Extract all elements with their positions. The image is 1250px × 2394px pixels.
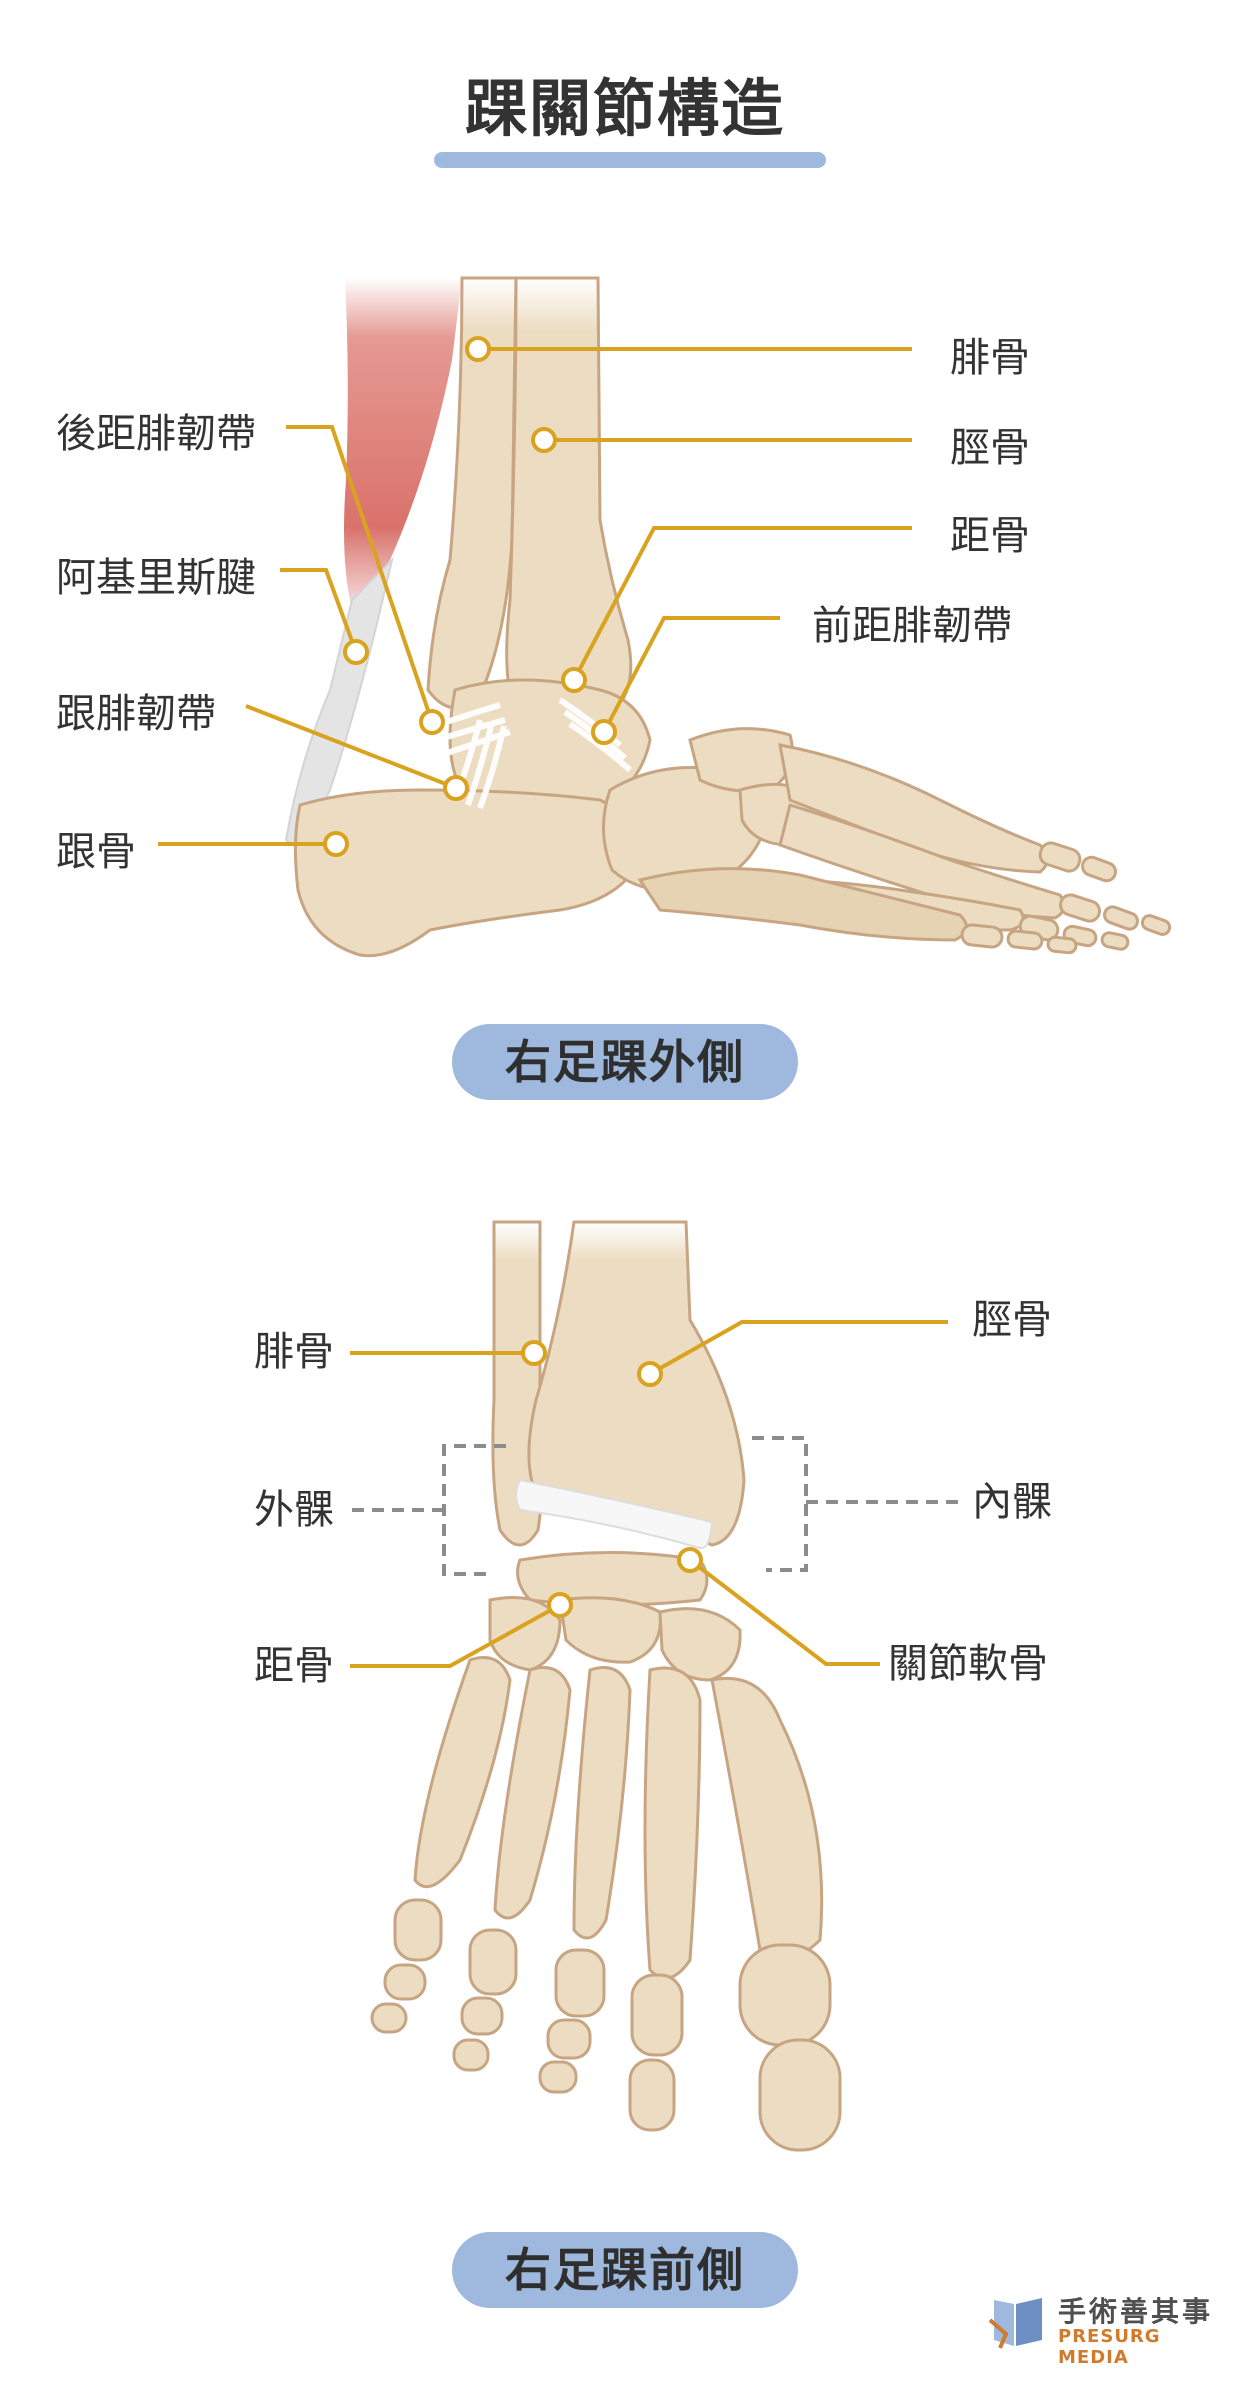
lateral-ankle-diagram xyxy=(284,276,1172,958)
label-talus-anterior: 距骨 xyxy=(254,1643,334,1689)
brand-name-en: PRESURG MEDIA xyxy=(1058,2326,1161,2368)
label-cfl: 跟腓韌帶 xyxy=(56,691,216,737)
title-underline xyxy=(434,152,826,168)
label-atfl: 前距腓韌帶 xyxy=(812,603,1012,649)
label-lateral-malleolus: 外髁 xyxy=(254,1487,334,1533)
brand-mark-icon xyxy=(988,2298,1042,2349)
label-tibia-anterior: 脛骨 xyxy=(972,1297,1052,1343)
brand-name-zh: 手術善其事 xyxy=(1058,2295,1214,2328)
tibia-bone-lateral xyxy=(505,276,633,722)
label-achilles: 阿基里斯腱 xyxy=(56,555,256,601)
calcaneus-bone xyxy=(293,788,642,958)
anterior-tarsals xyxy=(488,1596,742,1682)
label-tibia-lateral: 脛骨 xyxy=(950,425,1030,471)
label-fibula-lateral: 腓骨 xyxy=(950,335,1030,381)
calf-muscle xyxy=(344,278,462,610)
page-title: 踝關節構造 xyxy=(464,72,785,145)
toe-phalanges xyxy=(960,841,1172,955)
anterior-phalanges xyxy=(370,1898,842,2152)
caption-anterior: 右足踝前側 xyxy=(452,2232,798,2308)
label-calcaneus: 跟骨 xyxy=(56,829,136,875)
anterior-leader-dots xyxy=(521,1340,703,1618)
lateral-leader-lines xyxy=(158,347,912,846)
lateral-leader-dots xyxy=(323,336,617,857)
anterior-metatarsals xyxy=(413,1656,824,1980)
malleolus-brackets xyxy=(348,1436,960,1576)
cuneiform-1 xyxy=(688,727,794,793)
anterior-leader-lines xyxy=(350,1320,948,1668)
brand-logo: 手術善其事 PRESURG MEDIA xyxy=(986,2290,1226,2368)
label-medial-malleolus: 內髁 xyxy=(972,1479,1052,1525)
anterior-ankle-diagram xyxy=(370,1220,842,2152)
fibula-bone-lateral xyxy=(426,276,518,710)
label-ptfl: 後距腓韌帶 xyxy=(56,411,256,457)
achilles-tendon-shape xyxy=(284,556,394,852)
label-talus-lateral: 距骨 xyxy=(950,513,1030,559)
caption-lateral: 右足踝外側 xyxy=(452,1024,798,1100)
label-cartilage: 關節軟骨 xyxy=(888,1641,1048,1687)
lateral-ligaments xyxy=(391,697,632,810)
articular-cartilage xyxy=(515,1478,714,1550)
label-fibula-anterior: 腓骨 xyxy=(254,1329,334,1375)
